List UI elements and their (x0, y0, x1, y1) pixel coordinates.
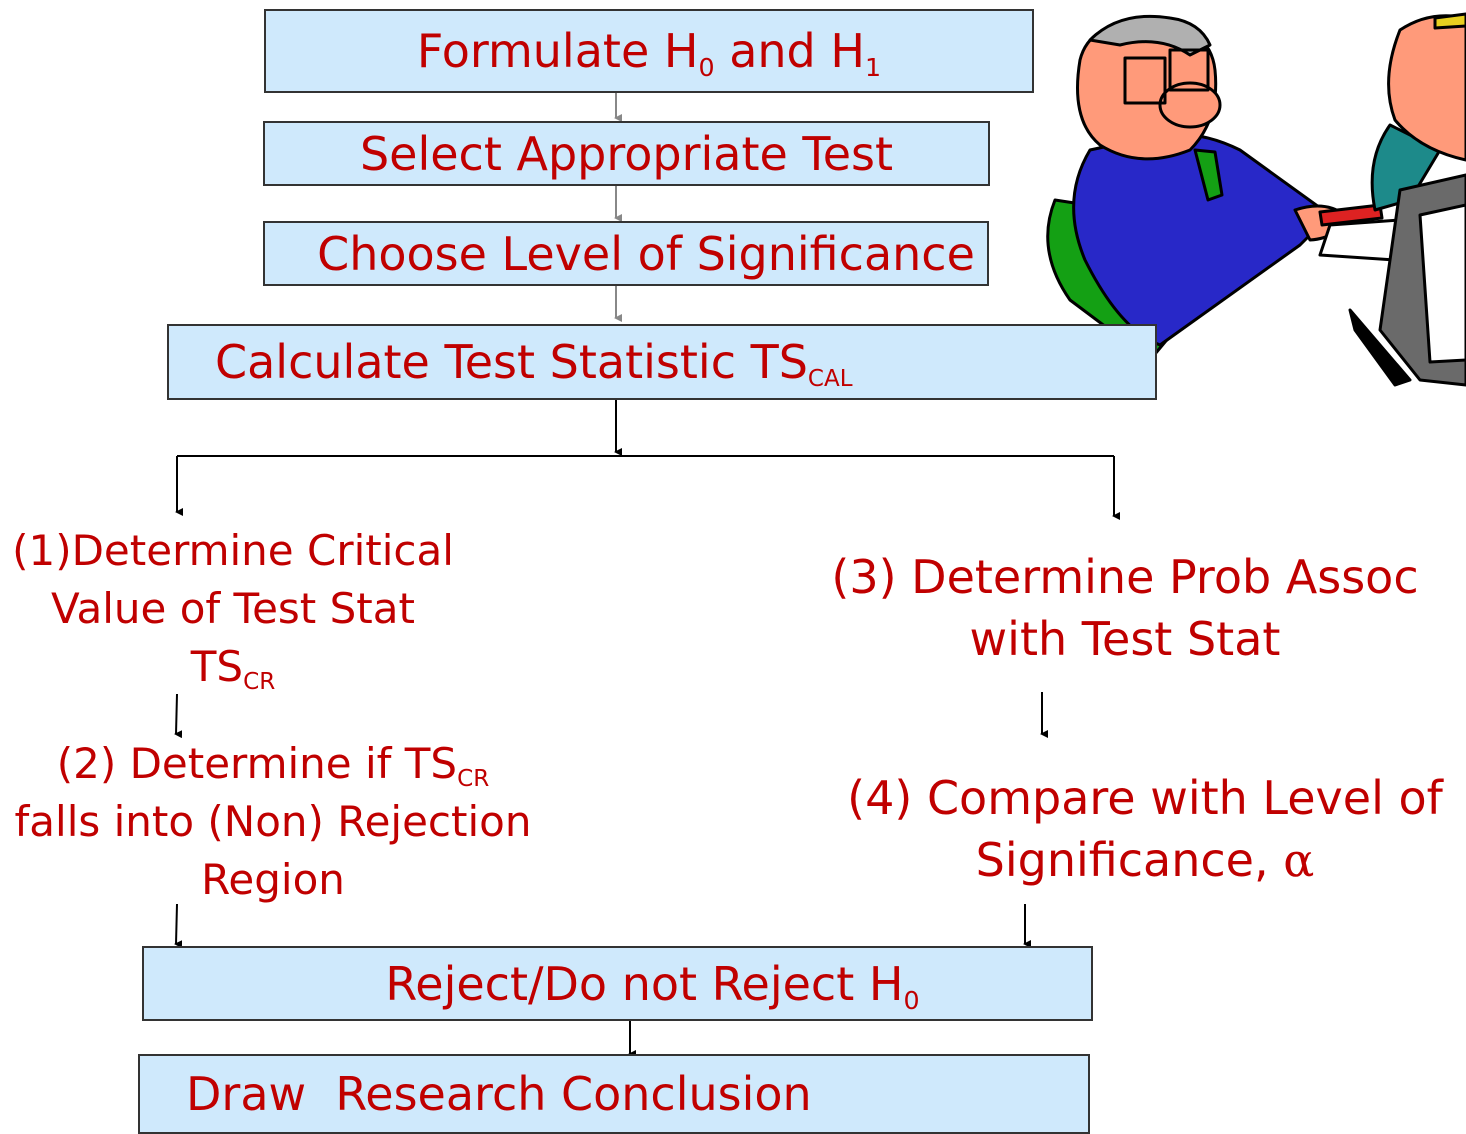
alpha-symbol: α (1283, 833, 1315, 887)
second-person-head (1387, 14, 1466, 162)
step-choose-label: Choose Level of Significance (317, 226, 975, 281)
glasses-right (1168, 48, 1210, 92)
step-select-label: Select Appropriate Test (359, 126, 894, 181)
step-select-box: Select Appropriate Test (263, 121, 990, 186)
pencil (1318, 203, 1384, 227)
step2-line2: falls into (Non) Rejection (14, 797, 532, 846)
second-person-hat (1433, 12, 1466, 30)
arrow-step1-to-step2 (174, 693, 183, 739)
paper (1318, 218, 1402, 262)
tie (1193, 148, 1224, 202)
step-calculate-label: Calculate Test Statistic TSCAL (215, 335, 853, 393)
step2-label: (2) Determine if TSCR falls into (Non) R… (0, 735, 546, 909)
hair (1088, 14, 1212, 57)
step-reject-label: Reject/Do not Reject H0 (385, 956, 920, 1015)
arrow-step2-to-reject (174, 903, 183, 949)
step1-line1: (1)Determine Critical (12, 526, 454, 575)
step-reject-box: Reject/Do not Reject H0 (142, 946, 1093, 1021)
monitor-stand (1348, 308, 1412, 387)
step-conclusion-box: Draw Research Conclusion (138, 1054, 1090, 1134)
step3-line2: with Test Stat (969, 612, 1281, 666)
monitor-screen (1418, 203, 1466, 364)
step4-line1: (4) Compare with Level of (847, 771, 1443, 825)
step2-line1: (2) Determine if TSCR (56, 739, 490, 793)
step4-label: (4) Compare with Level of Significance, … (820, 767, 1466, 891)
step4-line2: Significance, α (975, 833, 1315, 887)
step3-label: (3) Determine Prob Assoc with Test Stat (800, 546, 1450, 670)
step-formulate-label: Formulate H0 and H1 (416, 24, 882, 82)
step-conclusion-label: Draw Research Conclusion (186, 1067, 812, 1121)
step1-line2: Value of Test Stat (51, 584, 415, 633)
step-calculate-box: Calculate Test Statistic TSCAL (167, 324, 1157, 400)
step-formulate-box: Formulate H0 and H1 (264, 9, 1034, 93)
step1-line3: TSCR (190, 642, 276, 696)
step-choose-box: Choose Level of Significance (263, 221, 989, 286)
step3-line1: (3) Determine Prob Assoc (831, 550, 1419, 604)
step1-label: (1)Determine Critical Value of Test Stat… (0, 522, 466, 696)
step2-line3: Region (201, 855, 345, 904)
second-person-body (1370, 123, 1442, 212)
nose (1158, 81, 1222, 129)
glasses-left (1123, 56, 1167, 105)
